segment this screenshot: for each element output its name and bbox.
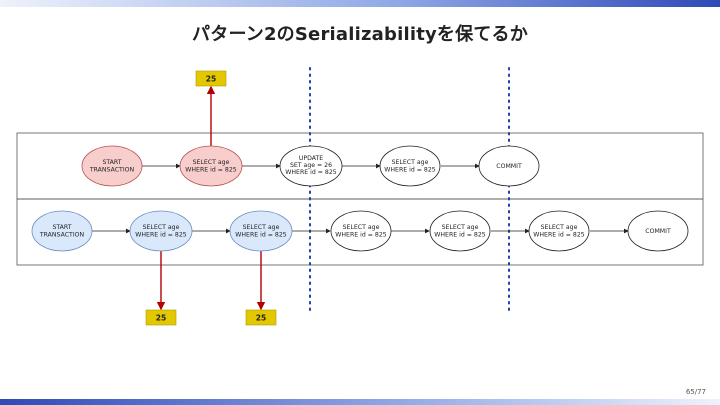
row2-node-6-line-2: WHERE id = 825 xyxy=(533,232,584,239)
row1-node-1-line-1: START xyxy=(102,159,121,166)
row2-node-1-line-2: TRANSACTION xyxy=(39,232,85,239)
row1-node-3-line-3: WHERE id = 825 xyxy=(285,169,336,176)
row2-node-1-line-1: START xyxy=(52,224,71,231)
row2-node-4-line-1: SELECT age xyxy=(343,224,380,231)
row1-node-2-line-2: WHERE id = 825 xyxy=(185,167,236,174)
value-box-2: 25 xyxy=(145,309,177,326)
row2-node-3-line-1: SELECT age xyxy=(243,224,280,231)
row2-node-5-line-2: WHERE id = 825 xyxy=(434,232,485,239)
bottom-accent-bar xyxy=(0,399,720,405)
row1-node-5: COMMIT xyxy=(478,145,540,187)
row2-node-2-line-2: WHERE id = 825 xyxy=(135,232,186,239)
row2-node-6-line-1: SELECT age xyxy=(541,224,578,231)
top-accent-bar xyxy=(0,0,720,7)
value-box-3: 25 xyxy=(245,309,277,326)
row2-node-5-line-1: SELECT age xyxy=(442,224,479,231)
slide-title: パターン2のSerializabilityを保てるか xyxy=(192,24,528,45)
row1-node-1-line-2: TRANSACTION xyxy=(89,167,135,174)
row1-node-4-line-1: SELECT age xyxy=(392,159,429,166)
value-box-1-label: 25 xyxy=(206,75,216,84)
row2-node-2-line-1: SELECT age xyxy=(143,224,180,231)
value-box-1: 25 xyxy=(195,70,227,87)
row1-node-3-line-1: UPDATE xyxy=(299,155,323,162)
row1-node-4-line-2: WHERE id = 825 xyxy=(384,167,435,174)
row1-node-3-line-2: SET age = 26 xyxy=(290,162,332,169)
svg-text:COMMIT: COMMIT xyxy=(645,228,671,235)
page-number: 65/77 xyxy=(685,388,706,396)
row2-node-7-line-1: COMMIT xyxy=(645,228,671,235)
row2-node-7: COMMIT xyxy=(627,210,689,252)
value-box-3-label: 25 xyxy=(256,314,266,323)
lane-transaction-2 xyxy=(16,198,704,266)
row2-node-4-line-2: WHERE id = 825 xyxy=(335,232,386,239)
row1-node-2-line-1: SELECT age xyxy=(193,159,230,166)
value-box-2-label: 25 xyxy=(156,314,166,323)
svg-text:COMMIT: COMMIT xyxy=(496,163,522,170)
row2-node-3-line-2: WHERE id = 825 xyxy=(235,232,286,239)
row1-node-5-line-1: COMMIT xyxy=(496,163,522,170)
